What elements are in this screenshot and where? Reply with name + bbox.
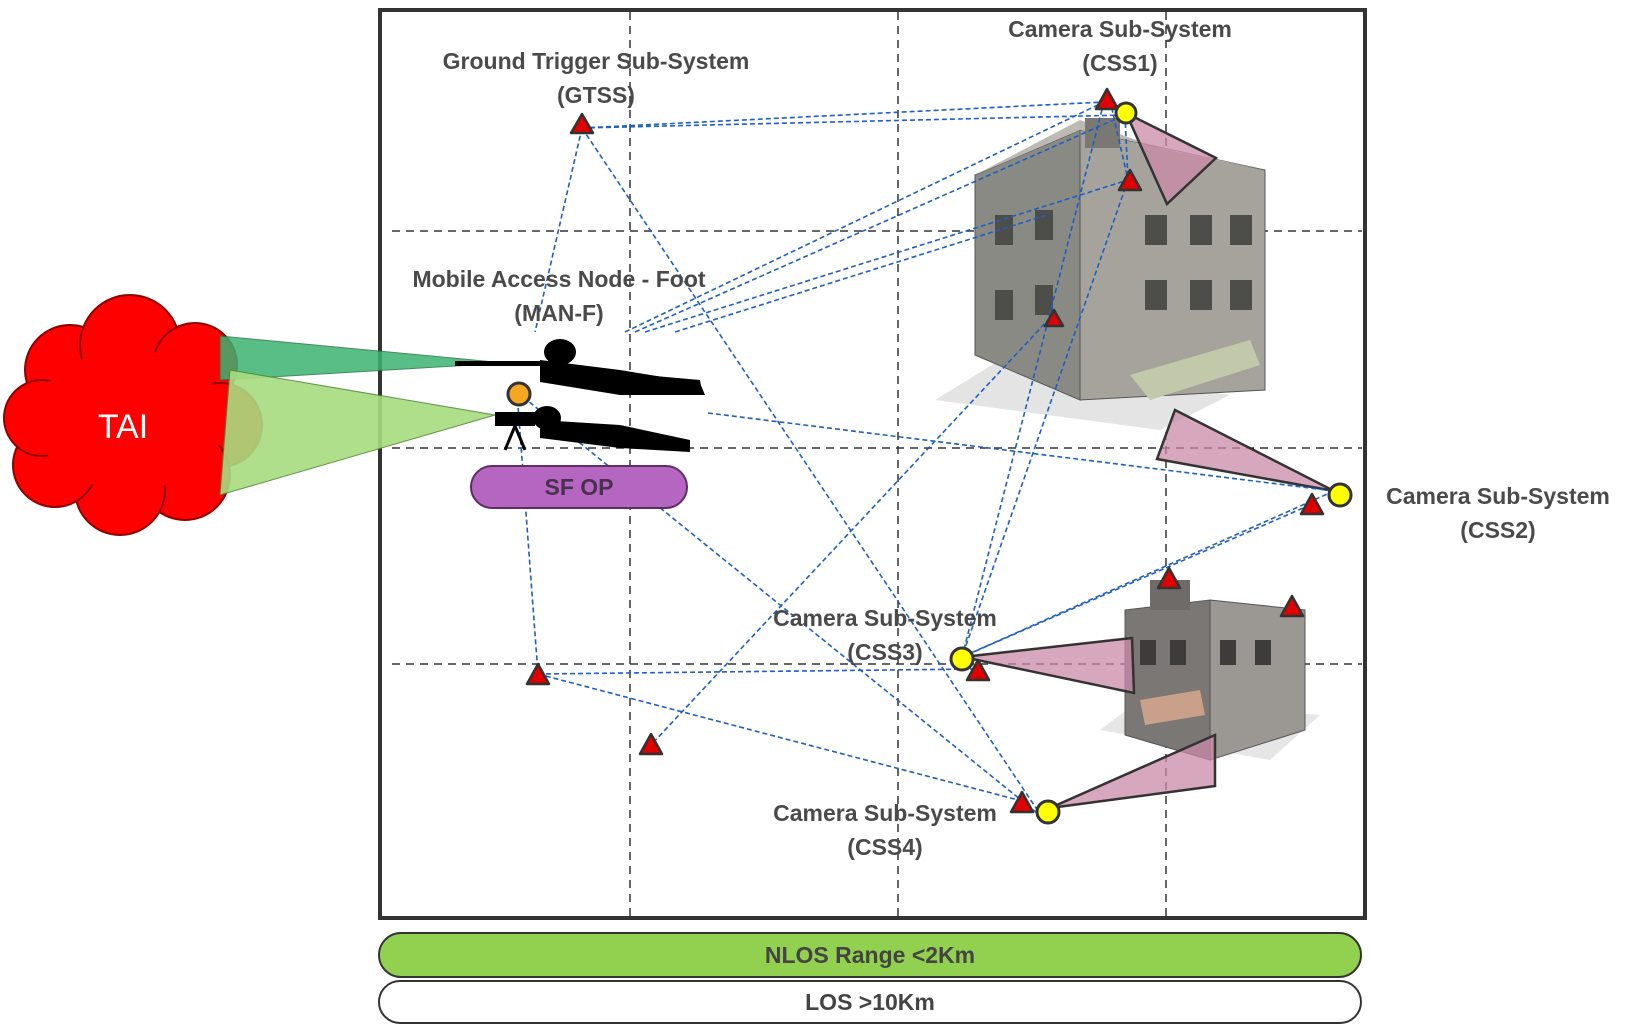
css2-code: (CSS2) [1460, 517, 1536, 543]
observer-fov [219, 369, 496, 496]
camera-node-icon [1114, 101, 1138, 125]
tai-label: TAI [97, 408, 149, 446]
network-links [516, 99, 1335, 818]
sf-op-pill: SF OP [470, 465, 688, 509]
trigger-triangle-icon [1279, 594, 1305, 618]
camera-node-icon [1327, 482, 1353, 508]
camera-nodes [949, 101, 1353, 825]
css3-code: (CSS3) [847, 639, 923, 665]
trigger-triangle-icon [638, 732, 664, 756]
css3-label: Camera Sub-System (CSS3) [755, 601, 1015, 669]
man-f-label: Mobile Access Node - Foot (MAN-F) [394, 262, 724, 330]
sniper-silhouette-icon [455, 339, 705, 395]
grid-lines [392, 12, 1362, 916]
trigger-triangle-icon [569, 112, 595, 135]
trigger-triangle-icon [525, 662, 551, 686]
css1-label: Camera Sub-System (CSS1) [990, 12, 1250, 80]
large-building-icon [935, 118, 1266, 430]
css2-label: Camera Sub-System (CSS2) [1368, 479, 1628, 547]
man-f-code: (MAN-F) [514, 300, 604, 326]
css2-name: Camera Sub-System [1386, 483, 1610, 509]
camera-node-icon [949, 646, 975, 672]
man-f-node-icon [506, 381, 532, 407]
sniper-fov [219, 335, 506, 381]
css1-code: (CSS1) [1082, 50, 1158, 76]
tai-cloud-icon [3, 294, 263, 536]
los-range-bar: LOS >10Km [378, 980, 1362, 1024]
css3-name: Camera Sub-System [773, 605, 997, 631]
gtss-code: (GTSS) [557, 82, 635, 108]
css1-name: Camera Sub-System [1008, 16, 1232, 42]
trigger-triangle-icon [1299, 492, 1325, 516]
trigger-triangle-icon [1156, 566, 1182, 590]
css4-label: Camera Sub-System (CSS4) [755, 796, 1015, 864]
tripod-observer-silhouette-icon [495, 406, 690, 452]
trigger-triangle-icon [965, 658, 991, 682]
small-building-icon [1100, 580, 1320, 761]
man-f-name: Mobile Access Node - Foot [412, 266, 706, 292]
camera-node-icon [1035, 799, 1061, 825]
trigger-triangle-icon [1094, 87, 1120, 111]
css4-code: (CSS4) [847, 834, 923, 860]
css4-name: Camera Sub-System [773, 800, 997, 826]
trigger-triangle-icon [1117, 168, 1143, 192]
trigger-triangles [525, 87, 1325, 814]
gtss-name: Ground Trigger Sub-System [442, 48, 750, 74]
trigger-triangle-icon [1043, 308, 1065, 328]
gtss-label: Ground Trigger Sub-System (GTSS) [428, 44, 764, 112]
trigger-triangle-icon [1009, 790, 1035, 814]
camera-fov-wedges [962, 110, 1335, 810]
nlos-range-bar: NLOS Range <2Km [378, 932, 1362, 978]
